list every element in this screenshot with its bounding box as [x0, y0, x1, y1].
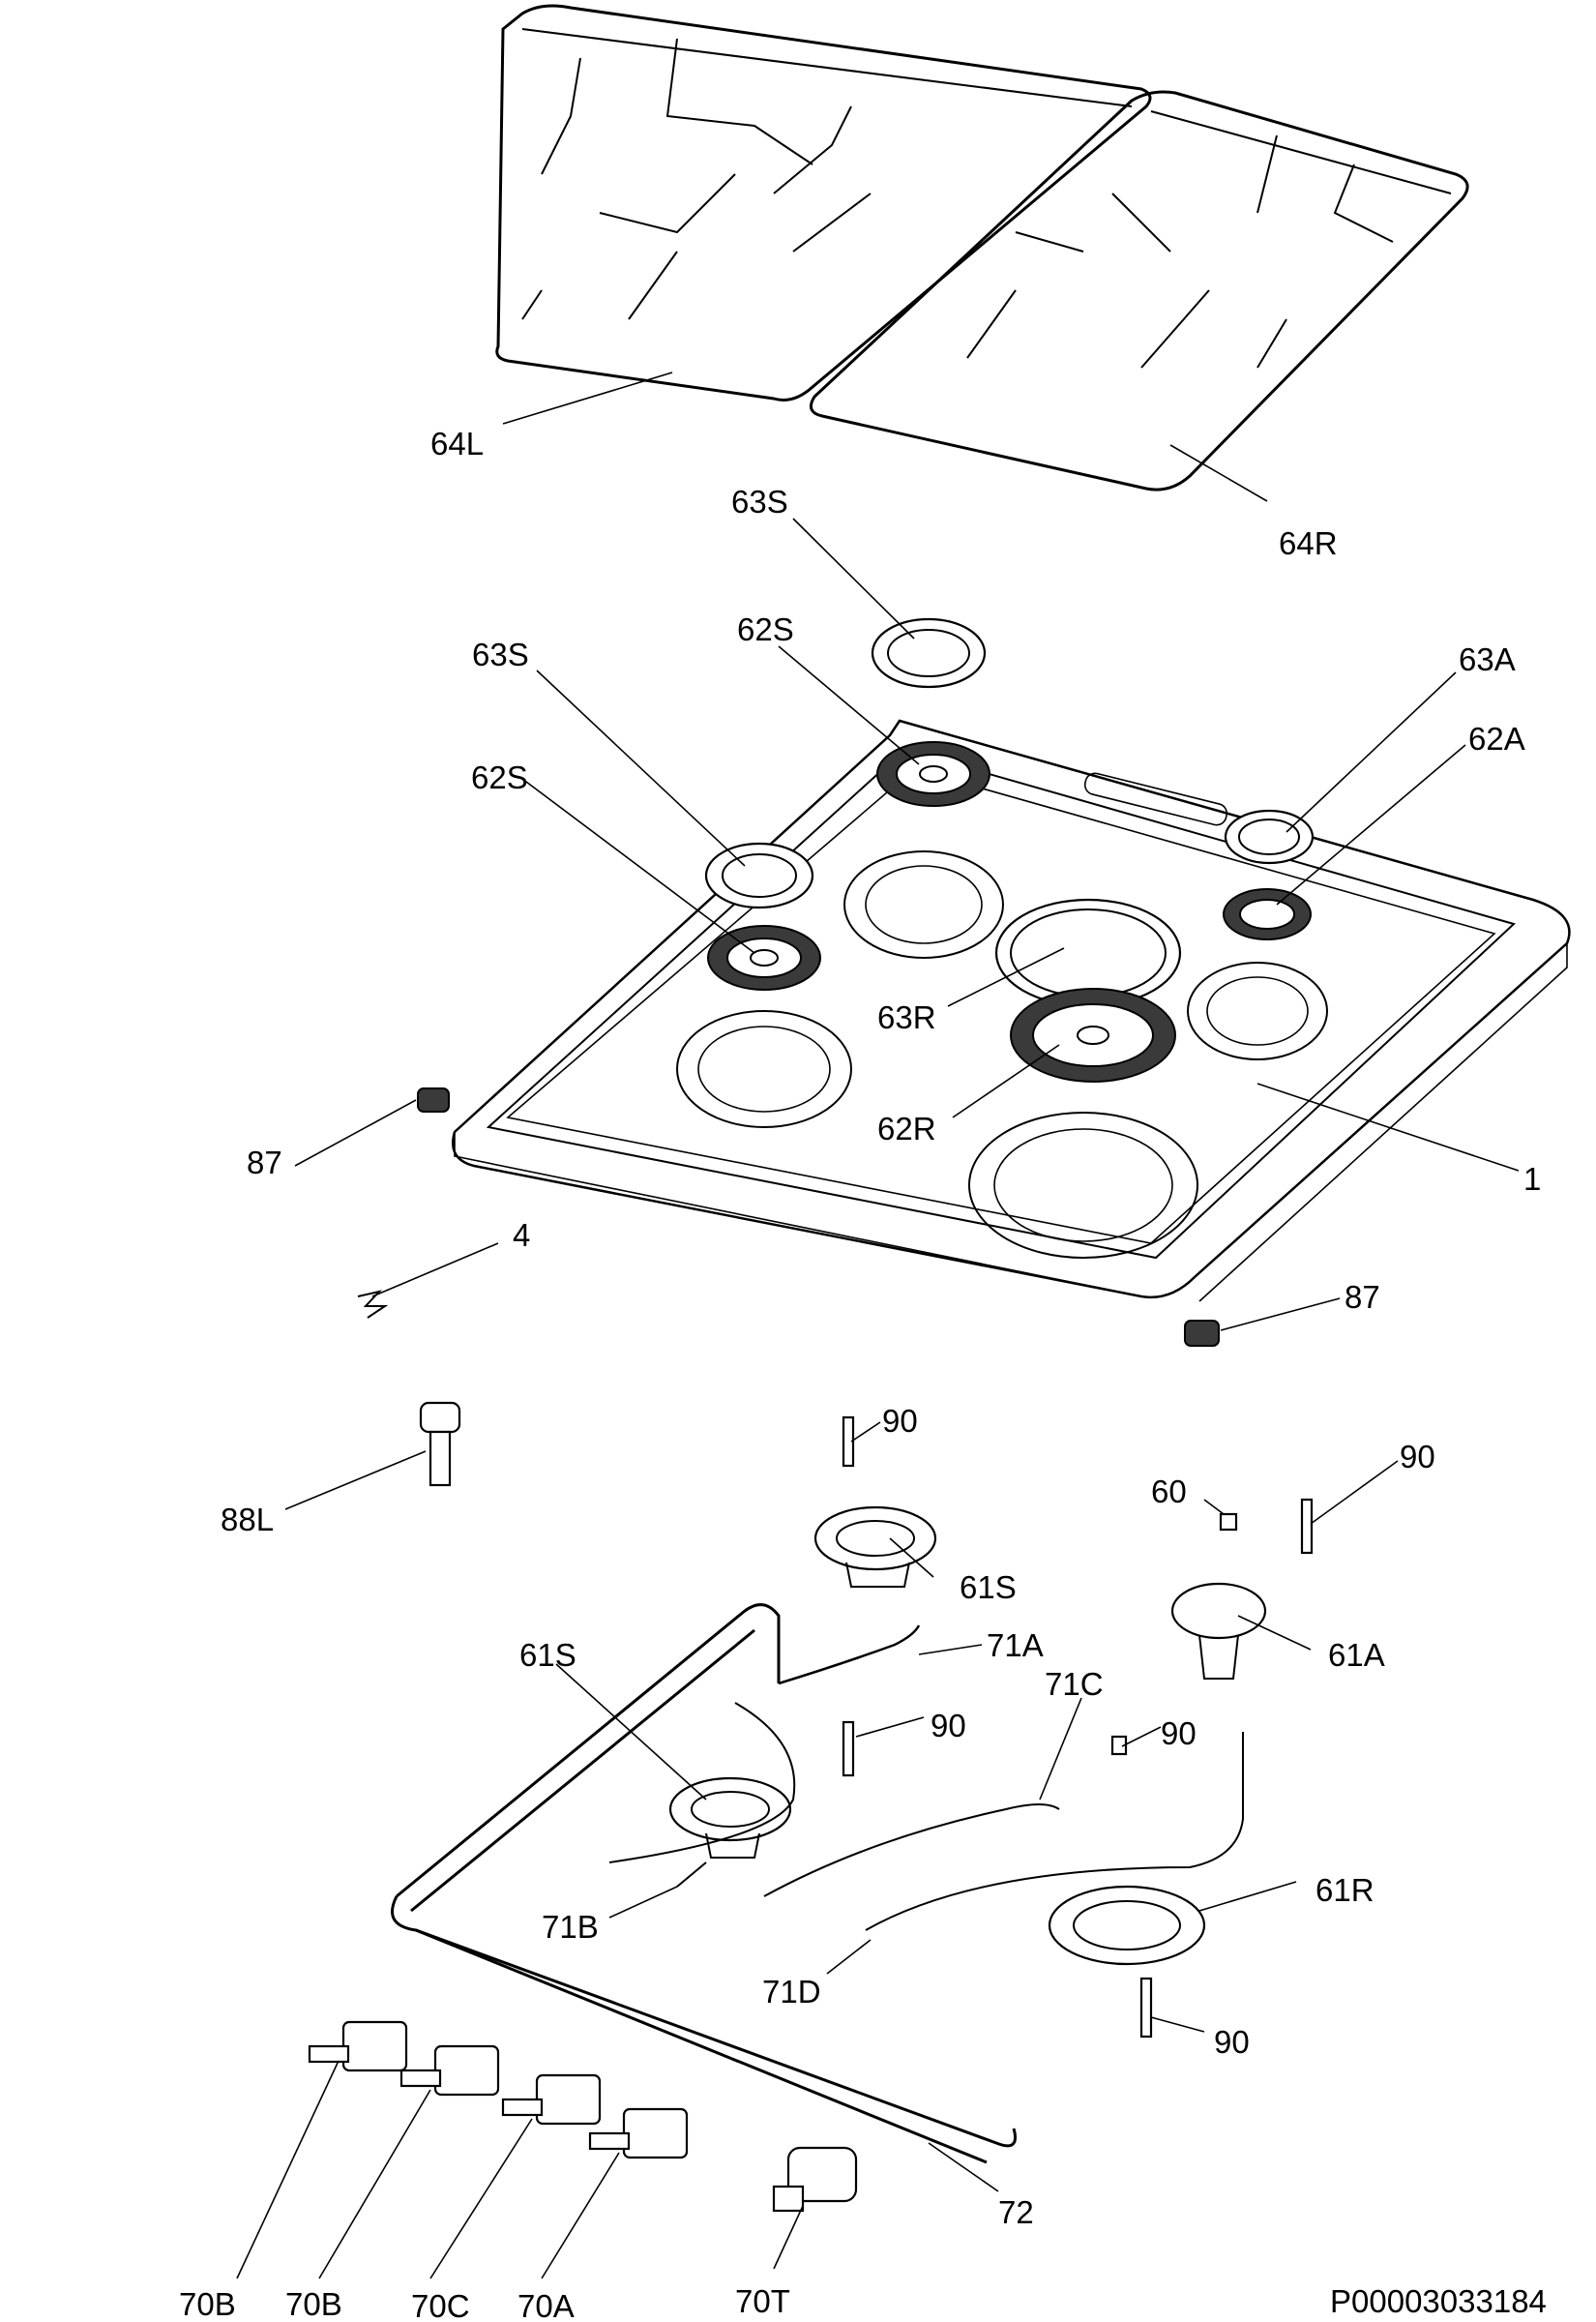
label-71D: 71D	[762, 1974, 821, 2009]
label-61S-a: 61S	[960, 1569, 1017, 1605]
label-90-a: 90	[882, 1403, 918, 1439]
label-70B-1: 70B	[179, 2286, 236, 2322]
connector-88L	[419, 1401, 461, 1487]
burner-crown-62S-left	[707, 925, 821, 991]
burner-crown-62S-top	[876, 741, 990, 807]
gas-tap-70C	[501, 2073, 602, 2126]
part-labels: 64L 64R 63S 62S 63S 62S 63A 62A 63R 62R …	[179, 426, 1547, 2322]
pan-support-left	[495, 4, 1152, 402]
burner-crown-62R	[1010, 988, 1176, 1083]
burner-cap-63S-top	[871, 617, 987, 689]
gas-tap-70A	[588, 2107, 689, 2159]
label-64L: 64L	[430, 426, 484, 461]
burner-base-61A	[1170, 1582, 1267, 1680]
electrodes-90	[842, 1415, 1314, 2039]
label-62S-left: 62S	[471, 759, 528, 795]
burner-cap-63R	[994, 898, 1182, 1008]
label-63R: 63R	[877, 999, 936, 1035]
label-87-left: 87	[247, 1145, 282, 1180]
label-71A: 71A	[987, 1627, 1044, 1663]
screw-4	[357, 1290, 389, 1319]
burner-cap-63A	[1224, 809, 1315, 865]
label-71B: 71B	[542, 1909, 599, 1945]
label-90-d: 90	[1161, 1715, 1197, 1751]
label-61R: 61R	[1315, 1872, 1374, 1908]
clip-87-left	[417, 1087, 450, 1113]
label-72: 72	[998, 2194, 1034, 2230]
gas-tap-70B-1	[308, 2020, 408, 2072]
label-62A: 62A	[1468, 721, 1525, 757]
label-4: 4	[513, 1217, 530, 1253]
label-90-e: 90	[1214, 2024, 1250, 2060]
burner-openings	[676, 850, 1328, 1259]
label-71C: 71C	[1045, 1666, 1104, 1702]
gas-tap-70B-2	[399, 2044, 500, 2097]
burner-base-61S-low	[668, 1776, 792, 1859]
document-id: P00003033184	[1330, 2283, 1547, 2319]
label-90-c: 90	[931, 1708, 966, 1743]
clip-87-right	[1184, 1320, 1220, 1347]
label-70T: 70T	[735, 2283, 790, 2319]
label-61A: 61A	[1328, 1637, 1385, 1673]
label-70B-2: 70B	[285, 2286, 342, 2322]
label-90-b: 90	[1400, 1439, 1435, 1474]
label-1: 1	[1523, 1161, 1541, 1197]
label-63S-left: 63S	[472, 637, 529, 672]
label-70A: 70A	[517, 2288, 575, 2322]
label-87-right: 87	[1345, 1279, 1380, 1315]
label-64R: 64R	[1279, 525, 1338, 561]
pan-support-right	[809, 90, 1469, 491]
nut-60	[1219, 1512, 1238, 1532]
burner-base-61R	[1048, 1885, 1206, 1966]
label-70C: 70C	[411, 2288, 470, 2322]
burner-crown-62A	[1223, 888, 1312, 940]
label-61S-b: 61S	[519, 1637, 576, 1673]
label-63A: 63A	[1459, 641, 1516, 677]
burner-cap-63S-left	[704, 842, 814, 909]
label-62R: 62R	[877, 1111, 936, 1146]
hob-top-plate	[452, 719, 1571, 1302]
label-88L: 88L	[221, 1502, 274, 1537]
gas-pipes	[391, 1603, 1244, 2164]
label-62S-top: 62S	[737, 611, 794, 647]
thermostat-70T	[772, 2146, 858, 2213]
label-63S-top: 63S	[731, 484, 788, 520]
burner-base-61S-top	[813, 1505, 937, 1588]
label-60: 60	[1151, 1474, 1187, 1509]
leader-lines	[236, 372, 1520, 2279]
